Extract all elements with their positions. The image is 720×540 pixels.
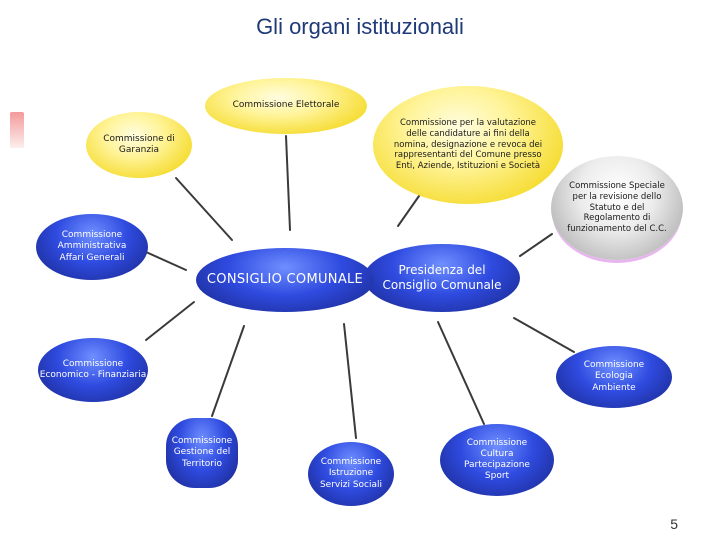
- node-presidenza-consiglio: Presidenza del Consiglio Comunale: [364, 244, 520, 312]
- connector-speciale: [519, 233, 553, 257]
- node-label: Commissione: [466, 437, 528, 448]
- node-label: Sport: [484, 471, 510, 482]
- node-commissione-gestione: Commissione Gestione del Territorio: [166, 418, 238, 488]
- node-label: Ambiente: [592, 382, 636, 393]
- node-label: Ecologia: [595, 371, 633, 382]
- node-label: per la revisione dello: [572, 192, 662, 203]
- node-label: Garanzia: [118, 145, 160, 155]
- connector-economico: [145, 301, 195, 341]
- node-label: Gestione del: [173, 447, 231, 458]
- node-label: Commissione per la valutazione: [399, 118, 537, 129]
- node-label: Affari Generali: [59, 252, 125, 263]
- node-label: CONSIGLIO COMUNALE: [206, 271, 364, 287]
- connector-ecologia: [513, 317, 575, 353]
- node-label: Presidenza del: [398, 263, 486, 277]
- connector-elettorale: [285, 135, 291, 231]
- connector-garanzia: [175, 177, 233, 241]
- node-consiglio-comunale: CONSIGLIO COMUNALE: [196, 248, 374, 312]
- node-commissione-speciale: Commissione Speciale per la revisione de…: [551, 156, 683, 260]
- node-label: funzionamento del C.C.: [567, 223, 667, 234]
- node-commissione-ecologia: Commissione Ecologia Ambiente: [556, 346, 672, 408]
- node-label: Commissione di: [103, 133, 175, 144]
- node-label: Commissione: [62, 358, 124, 369]
- connector-amministrativa: [145, 251, 187, 271]
- node-label: Commissione Speciale: [569, 181, 665, 192]
- node-label: Regolamento di: [583, 213, 651, 224]
- node-commissione-amministrativa: Commissione Amministrativa Affari Genera…: [36, 214, 148, 280]
- node-label: Commissione: [61, 230, 123, 241]
- node-commissione-economico: Commissione Economico - Finanziaria: [38, 338, 148, 402]
- node-label: Territorio: [182, 458, 222, 469]
- node-label: Commissione: [320, 457, 382, 468]
- connector-istruzione: [343, 323, 357, 439]
- node-label: Istruzione: [328, 468, 374, 479]
- node-label: Statuto e del: [589, 202, 645, 213]
- node-commissione-garanzia: Commissione di Garanzia: [86, 112, 192, 178]
- node-label: Commissione: [171, 436, 233, 447]
- node-commissione-istruzione: Commissione Istruzione Servizi Sociali: [308, 442, 394, 506]
- page-title: Gli organi istituzionali: [256, 14, 464, 39]
- node-label: Servizi Sociali: [319, 479, 383, 490]
- node-label: nomina, designazione e revoca dei: [393, 139, 543, 150]
- node-label: Economico - Finanziaria: [39, 370, 147, 380]
- node-label: Commissione Elettorale: [232, 100, 340, 111]
- page-number: 5: [670, 516, 678, 532]
- node-commissione-elettorale: Commissione Elettorale: [205, 78, 367, 134]
- node-commissione-cultura: Commissione Cultura Partecipazione Sport: [440, 424, 554, 496]
- node-label: Commissione: [583, 360, 645, 371]
- node-label: Amministrativa: [57, 241, 127, 252]
- node-label: rappresentanti del Comune presso: [394, 150, 542, 161]
- node-label: delle candidature ai fini della: [406, 129, 530, 140]
- node-label: Cultura: [480, 448, 514, 459]
- node-label: Partecipazione: [464, 460, 530, 470]
- connector-cultura: [437, 321, 485, 425]
- node-label: Enti, Aziende, Istituzioni e Società: [395, 160, 541, 171]
- connector-gestione: [211, 325, 245, 417]
- node-label: Consiglio Comunale: [382, 278, 502, 292]
- slide-accent-bar: [10, 112, 24, 148]
- node-commissione-valutazione: Commissione per la valutazione delle can…: [373, 86, 563, 204]
